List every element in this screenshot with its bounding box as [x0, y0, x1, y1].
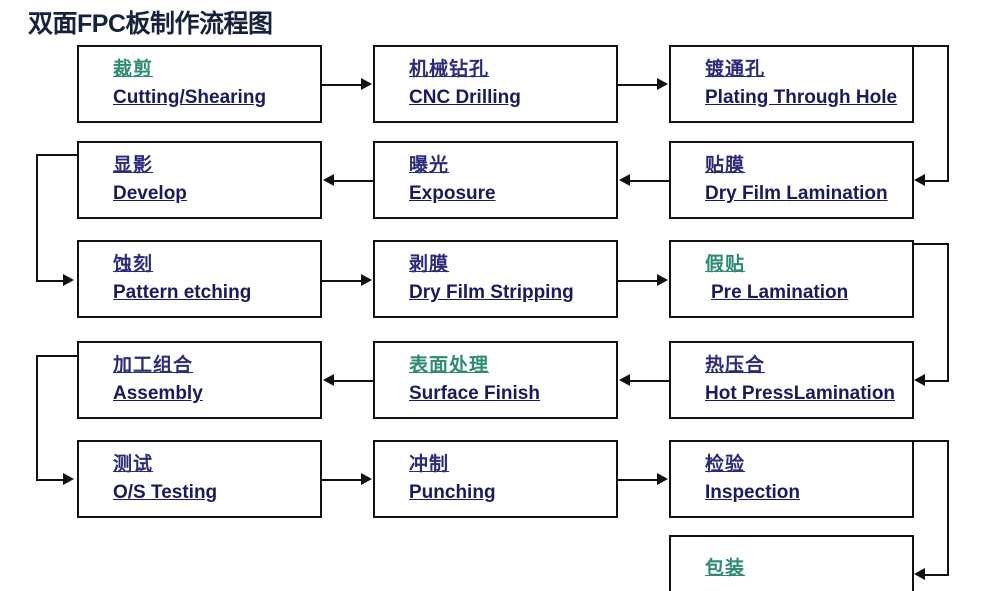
arrowhead-surface-to-assembly: [323, 374, 334, 386]
connector-into-packaging: [924, 574, 949, 576]
arrowhead-into-hot-press: [914, 374, 925, 386]
connector-develop-left: [36, 154, 79, 156]
node-assembly[interactable]: 加工组合 Assembly: [77, 341, 322, 419]
arrowhead-into-testing: [63, 473, 74, 485]
connector-into-hot-press: [924, 380, 949, 382]
arrowhead-cutting-to-drilling: [361, 78, 372, 90]
connector-plating-right-down: [947, 45, 949, 180]
node-exposure-en: Exposure: [409, 182, 496, 204]
arrowhead-into-packaging: [914, 568, 925, 580]
node-assembly-cn: 加工组合: [113, 355, 194, 377]
node-drilling-en: CNC Drilling: [409, 86, 521, 108]
connector-testing-to-punching: [322, 479, 362, 481]
connector-assembly-left-down: [36, 355, 38, 479]
node-punching-en: Punching: [409, 481, 496, 503]
arrowhead-exposure-to-develop: [323, 174, 334, 186]
node-os-testing-en: O/S Testing: [113, 481, 218, 503]
node-surface-finish-en: Surface Finish: [409, 382, 540, 404]
page-title: 双面FPC板制作流程图: [28, 10, 273, 38]
connector-plating-top-right: [912, 45, 949, 47]
node-drilling[interactable]: 机械钻孔 CNC Drilling: [373, 45, 618, 123]
node-drilling-cn: 机械钻孔: [409, 59, 490, 81]
node-dry-film-lamination-en: Dry Film Lamination: [705, 182, 888, 204]
connector-stripping-to-prelam: [618, 280, 658, 282]
connector-etching-to-stripping: [322, 280, 362, 282]
connector-surface-to-assembly: [332, 380, 373, 382]
node-exposure-cn: 曝光: [409, 155, 450, 177]
node-punching-cn: 冲制: [409, 454, 450, 476]
arrowhead-drilling-to-plating: [657, 78, 668, 90]
node-punching[interactable]: 冲制 Punching: [373, 440, 618, 518]
connector-assembly-left: [36, 355, 79, 357]
node-plating-cn: 镀通孔: [705, 59, 766, 81]
connector-hotpress-to-surface: [628, 380, 669, 382]
arrowhead-stripping-to-prelam: [657, 274, 668, 286]
connector-inspection-right-down: [947, 440, 949, 574]
node-surface-finish-cn: 表面处理: [409, 355, 490, 377]
node-hot-press-lamination[interactable]: 热压合 Hot PressLamination: [669, 341, 914, 419]
node-pre-lamination[interactable]: 假贴 Pre Lamination: [669, 240, 914, 318]
connector-prelam-top-right: [912, 243, 949, 245]
node-dry-film-lamination-cn: 贴膜: [705, 155, 746, 177]
connector-drilling-to-plating: [618, 84, 658, 86]
arrowhead-into-pattern-etching: [63, 274, 74, 286]
arrowhead-punching-to-inspection: [657, 473, 668, 485]
node-surface-finish[interactable]: 表面处理 Surface Finish: [373, 341, 618, 419]
node-inspection[interactable]: 检验 Inspection: [669, 440, 914, 518]
node-plating[interactable]: 镀通孔 Plating Through Hole: [669, 45, 914, 123]
arrowhead-into-dry-film-lamination: [914, 174, 925, 186]
node-develop[interactable]: 显影 Develop: [77, 141, 322, 219]
node-assembly-en: Assembly: [113, 382, 203, 404]
node-dry-film-lamination[interactable]: 贴膜 Dry Film Lamination: [669, 141, 914, 219]
node-dry-film-stripping-cn: 剥膜: [409, 254, 450, 276]
node-cutting[interactable]: 裁剪 Cutting/Shearing: [77, 45, 322, 123]
node-plating-en: Plating Through Hole: [705, 86, 898, 108]
node-pre-lamination-cn: 假贴: [705, 254, 746, 276]
connector-exposure-to-develop: [332, 180, 373, 182]
node-os-testing-cn: 测试: [113, 454, 154, 476]
node-dry-film-stripping[interactable]: 剥膜 Dry Film Stripping: [373, 240, 618, 318]
node-develop-cn: 显影: [113, 155, 154, 177]
arrowhead-testing-to-punching: [361, 473, 372, 485]
node-hot-press-lamination-en: Hot PressLamination: [705, 382, 896, 404]
node-pattern-etching[interactable]: 蚀刻 Pattern etching: [77, 240, 322, 318]
connector-into-testing: [36, 479, 65, 481]
arrowhead-hotpress-to-surface: [619, 374, 630, 386]
node-pattern-etching-cn: 蚀刻: [113, 254, 154, 276]
node-dry-film-stripping-en: Dry Film Stripping: [409, 281, 574, 303]
connector-cutting-to-drilling: [322, 84, 362, 86]
connector-develop-left-down: [36, 154, 38, 280]
node-exposure[interactable]: 曝光 Exposure: [373, 141, 618, 219]
node-hot-press-lamination-cn: 热压合: [705, 355, 766, 377]
connector-inspection-top-right: [912, 440, 949, 442]
node-os-testing[interactable]: 测试 O/S Testing: [77, 440, 322, 518]
node-packaging-cn: 包装: [705, 558, 746, 579]
connector-into-dry-film-lamination: [924, 180, 949, 182]
node-pattern-etching-en: Pattern etching: [113, 281, 252, 303]
node-cutting-cn: 裁剪: [113, 59, 154, 81]
node-pre-lamination-en: Pre Lamination: [711, 281, 849, 303]
node-inspection-en: Inspection: [705, 481, 801, 503]
connector-dryfilm-to-exposure: [628, 180, 669, 182]
connector-prelam-right-down: [947, 243, 949, 380]
arrowhead-etching-to-stripping: [361, 274, 372, 286]
node-cutting-en: Cutting/Shearing: [113, 86, 267, 108]
connector-into-pattern-etching: [36, 280, 65, 282]
node-develop-en: Develop: [113, 182, 187, 204]
arrowhead-dryfilm-to-exposure: [619, 174, 630, 186]
node-packaging[interactable]: 包装: [669, 535, 914, 591]
connector-punching-to-inspection: [618, 479, 658, 481]
node-inspection-cn: 检验: [705, 454, 746, 476]
